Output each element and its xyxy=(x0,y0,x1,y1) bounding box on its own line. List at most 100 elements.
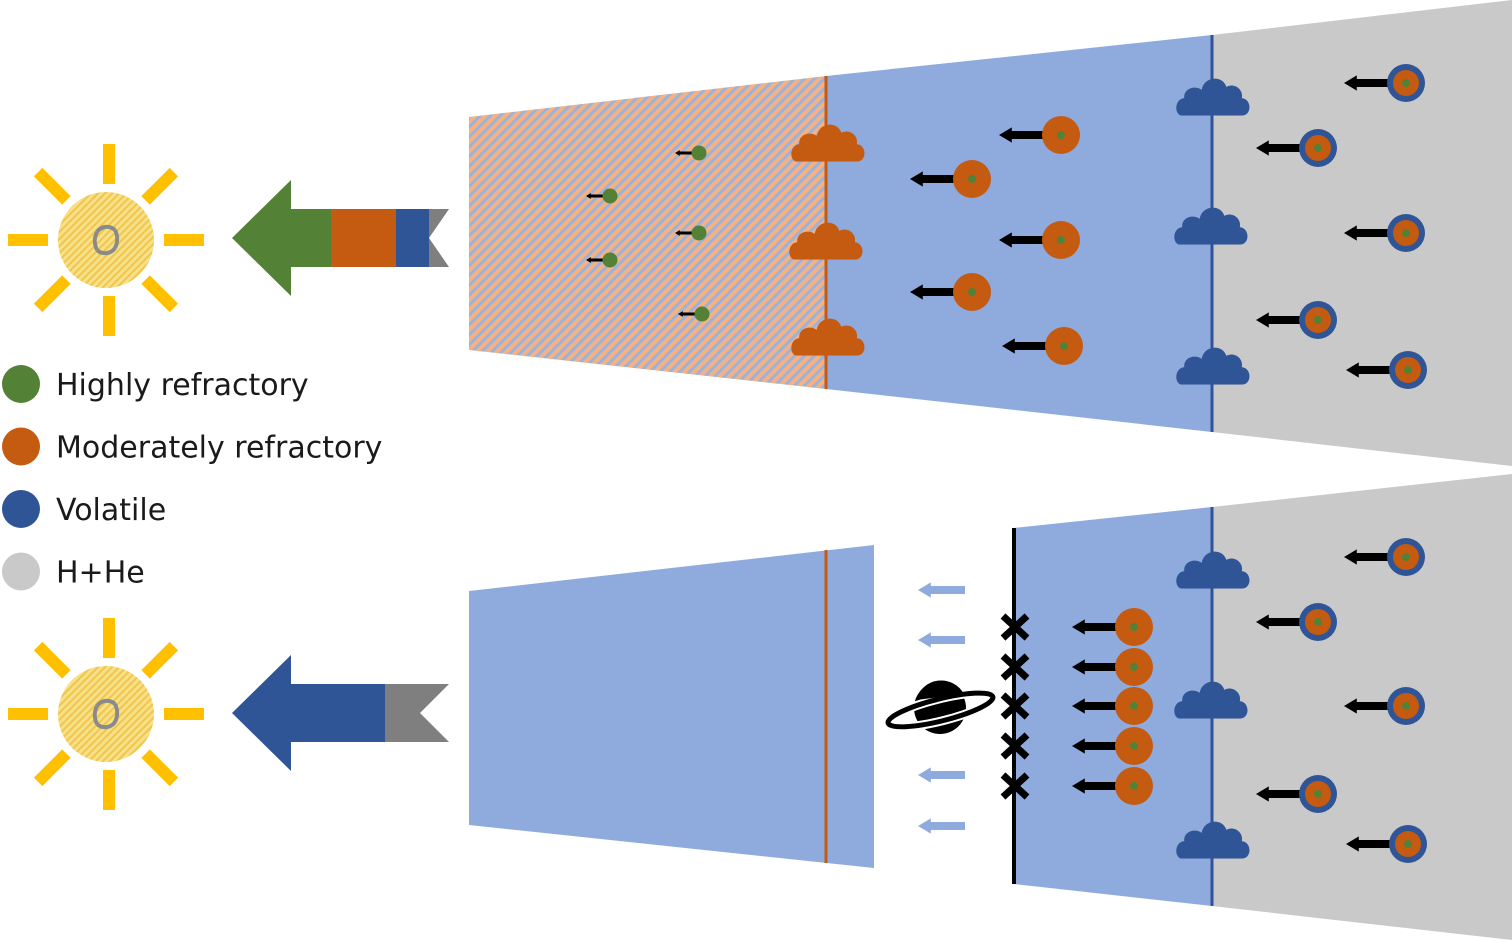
pebble-icon xyxy=(910,160,991,198)
legend-swatch-icon xyxy=(2,365,40,403)
bottom-particles xyxy=(1072,538,1427,863)
sun-swirl xyxy=(95,246,117,256)
pebble-icon xyxy=(1072,767,1153,805)
sun-ray xyxy=(103,144,115,184)
pebble-icon xyxy=(1256,603,1337,641)
pebble-icon xyxy=(586,252,618,268)
legend-label: Moderately refractory xyxy=(56,431,382,466)
sun-swirl xyxy=(92,231,99,251)
pebble-icon xyxy=(1344,538,1425,576)
bottom-panel xyxy=(469,474,1512,940)
arrow-left-icon xyxy=(1346,362,1391,378)
pebble-icon xyxy=(678,306,710,322)
arrow-left-icon xyxy=(918,818,965,834)
sun-ray xyxy=(103,296,115,336)
pebble-icon xyxy=(675,225,707,241)
sun-swirl xyxy=(113,703,120,723)
sun-swirl xyxy=(92,705,99,725)
pebble-icon xyxy=(999,116,1080,154)
arrow-left-icon xyxy=(1072,738,1117,754)
top-hatched-zone xyxy=(469,76,826,389)
sun-ray xyxy=(141,167,179,205)
sun-ray xyxy=(33,275,71,313)
arrow-left-icon xyxy=(1256,312,1301,328)
arrow-left-icon xyxy=(1344,75,1389,91)
gas-drift-arrows xyxy=(918,582,965,834)
sun-ray xyxy=(141,275,179,313)
arrow-left-icon xyxy=(1002,338,1047,354)
legend-swatch-icon xyxy=(2,490,40,528)
sun-ray xyxy=(141,749,179,787)
arrow-left-icon xyxy=(918,582,965,598)
arrow-left-icon xyxy=(910,171,955,187)
pebble-icon xyxy=(1072,687,1153,725)
volatile-flow xyxy=(396,209,429,267)
arrow-left-icon xyxy=(675,230,693,236)
hhe-flow xyxy=(429,209,449,267)
pebble-icon xyxy=(999,221,1080,259)
pebble-icon xyxy=(1346,351,1427,389)
arrow-left-icon xyxy=(1072,659,1117,675)
arrow-left-icon xyxy=(1344,225,1389,241)
top-ice-zone xyxy=(826,35,1212,432)
arrow-left-icon xyxy=(1344,698,1389,714)
arrow-left-icon xyxy=(1344,549,1389,565)
arrow-left-icon xyxy=(999,127,1044,143)
pebble-icon xyxy=(1344,214,1425,252)
arrow-left-icon xyxy=(1072,698,1117,714)
legend-label: H+He xyxy=(56,556,145,591)
sun-ray xyxy=(33,641,71,679)
blocked-markers xyxy=(1000,613,1030,800)
top-particles xyxy=(586,64,1427,389)
pebble-icon xyxy=(1256,129,1337,167)
top-panel xyxy=(469,0,1512,466)
x-mark-icon xyxy=(1000,653,1030,681)
arrow-left-icon xyxy=(1256,614,1301,630)
sun-icon xyxy=(8,144,204,336)
arrow-left-icon xyxy=(1072,778,1117,794)
pebble-icon xyxy=(1256,301,1337,339)
arrow-left-icon xyxy=(1346,836,1391,852)
volatile-flow xyxy=(232,655,385,771)
sun-ray xyxy=(33,749,71,787)
moderately-refractory-flow xyxy=(331,209,396,267)
sun-ray xyxy=(141,641,179,679)
legend-label: Highly refractory xyxy=(56,368,309,403)
arrow-left-icon xyxy=(586,193,604,199)
sun-ray xyxy=(8,708,48,720)
x-mark-icon xyxy=(1000,772,1030,800)
legend-item: Volatile xyxy=(2,490,166,528)
sun-ray xyxy=(164,708,204,720)
sun-ray xyxy=(103,770,115,810)
pebble-icon xyxy=(1256,775,1337,813)
arrow-left-icon xyxy=(918,767,965,783)
arrow-left-icon xyxy=(586,257,604,263)
pebble-icon xyxy=(1072,648,1153,686)
sun-swirl xyxy=(95,698,117,708)
arrow-left-icon xyxy=(1256,140,1301,156)
sun-ray xyxy=(103,618,115,658)
legend-item: Moderately refractory xyxy=(2,427,382,466)
pebble-icon xyxy=(910,273,991,311)
hhe-flow xyxy=(385,684,449,742)
pebble-icon xyxy=(1344,687,1425,725)
arrow-left-icon xyxy=(1072,619,1117,635)
pebble-icon xyxy=(675,145,707,161)
pebble-icon xyxy=(1346,825,1427,863)
sun-swirl xyxy=(95,720,117,730)
sun-swirl xyxy=(95,224,117,234)
legend-item: H+He xyxy=(2,552,145,591)
pebble-icon xyxy=(1344,64,1425,102)
sun-swirl xyxy=(113,229,120,249)
sun-core xyxy=(58,192,154,288)
arrow-left-icon xyxy=(675,150,693,156)
sun-ray xyxy=(8,234,48,246)
pebble-icon xyxy=(586,188,618,204)
arrow-left-icon xyxy=(918,632,965,648)
arrow-left-icon xyxy=(1256,786,1301,802)
sun-core xyxy=(58,666,154,762)
bottom-inner-ice-zone xyxy=(469,545,874,868)
